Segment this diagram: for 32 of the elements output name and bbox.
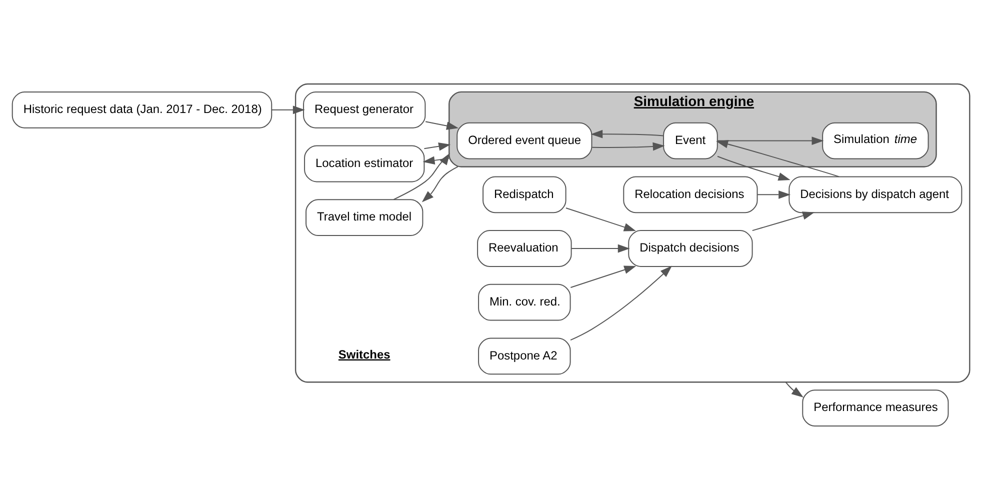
- node-box: Reevaluation: [477, 230, 572, 267]
- node-box: Travel time model: [306, 199, 424, 236]
- node-box: Request generator: [303, 91, 426, 128]
- node-box: Redispatch: [482, 176, 566, 214]
- node-box: Dispatch decisions: [628, 230, 753, 267]
- cluster: [294, 83, 970, 383]
- node-box: Simulation time: [822, 122, 929, 160]
- arrow: [717, 136, 824, 145]
- arrow: [424, 142, 451, 151]
- node-box: Performance measures: [802, 390, 949, 426]
- arrow: [570, 266, 672, 341]
- label: Switches: [338, 347, 390, 362]
- node-box: Relocation decisions: [623, 176, 758, 214]
- node-box: Ordered event queue: [456, 122, 592, 160]
- node-box: Location estimator: [304, 145, 425, 182]
- node-box: Historic request data (Jan. 2017 - Dec. 2018): [12, 91, 272, 128]
- arrow: [592, 142, 665, 151]
- arrow: [752, 212, 815, 232]
- arrow: [590, 130, 664, 138]
- arrow: [717, 156, 790, 181]
- node-box: Event: [663, 122, 718, 160]
- node-box: Postpone A2: [478, 338, 571, 375]
- node-box: Min. cov. red.: [478, 284, 571, 321]
- node-box: Decisions by dispatch agent: [788, 176, 962, 214]
- arrow: [271, 106, 305, 114]
- arrow: [757, 190, 791, 199]
- arrow: [785, 382, 804, 398]
- arrow: [571, 244, 630, 253]
- arrow: [425, 121, 459, 130]
- arrow: [422, 166, 458, 202]
- arrow: [565, 207, 636, 232]
- arrow: [570, 266, 636, 288]
